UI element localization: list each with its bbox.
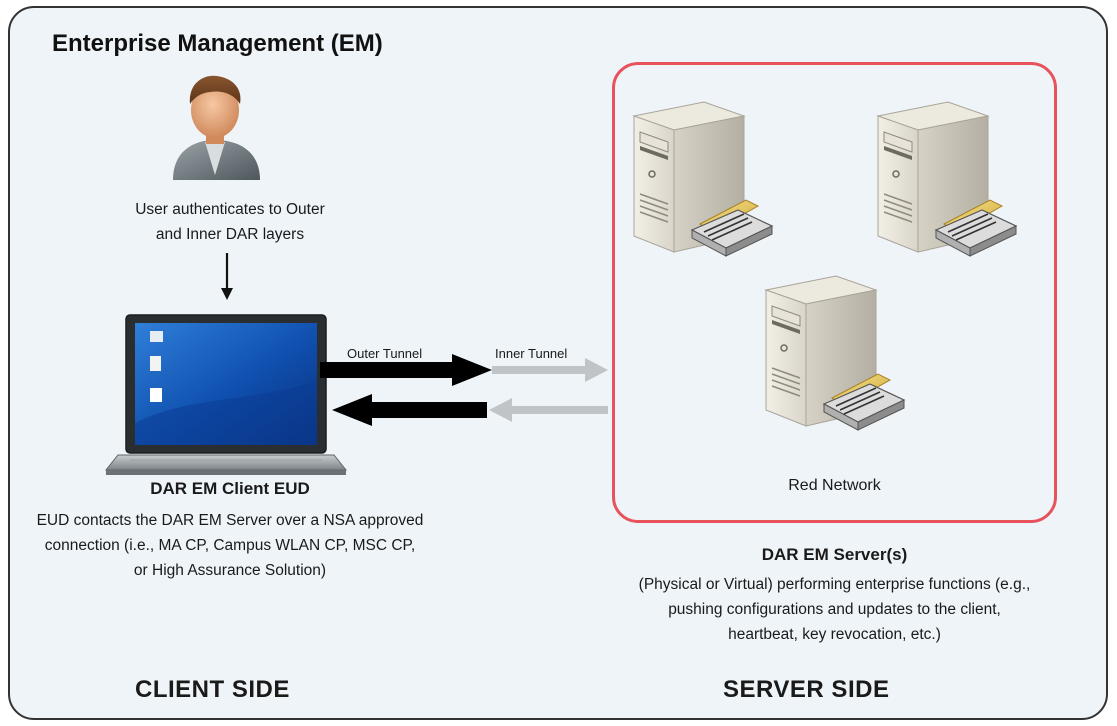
client-side-label: CLIENT SIDE: [135, 676, 290, 703]
client-description-line: or High Assurance Solution): [133, 562, 327, 579]
client-description-line: EUD contacts the DAR EM Server over a NS…: [36, 512, 424, 529]
server-description-line: (Physical or Virtual) performing enterpr…: [638, 576, 1031, 593]
inner-tunnel-label: Inner Tunnel: [495, 346, 568, 361]
red-network-boundary: [612, 62, 1057, 523]
outer-tunnel-arrow-left: [332, 394, 487, 426]
authenticate-arrow: [221, 253, 233, 300]
inner-tunnel-arrow-right: [492, 358, 608, 382]
red-network-label: Red Network: [788, 477, 881, 494]
server-title: DAR EM Server(s): [761, 545, 908, 564]
server-side-label: SERVER SIDE: [723, 676, 890, 703]
client-description: EUD contacts the DAR EM Server over a NS…: [25, 508, 435, 583]
laptop-icon: [104, 314, 348, 475]
client-description-line: connection (i.e., MA CP, Campus WLAN CP,…: [44, 537, 416, 554]
user-icon: [173, 75, 260, 180]
diagram-title: Enterprise Management (EM): [52, 30, 383, 57]
user-caption-line: and Inner DAR layers: [155, 226, 305, 243]
outer-tunnel-arrow-right: [320, 354, 492, 386]
server-description-line: heartbeat, key revocation, etc.): [728, 626, 941, 643]
server-description: (Physical or Virtual) performing enterpr…: [572, 572, 1097, 647]
user-caption-line: User authenticates to Outer: [135, 201, 325, 218]
client-title: DAR EM Client EUD: [150, 479, 310, 498]
user-caption: User authenticates to Outer and Inner DA…: [80, 197, 380, 247]
inner-tunnel-arrow-left: [489, 398, 608, 422]
outer-tunnel-label: Outer Tunnel: [347, 346, 423, 361]
server-description-line: pushing configurations and updates to th…: [668, 601, 1001, 618]
